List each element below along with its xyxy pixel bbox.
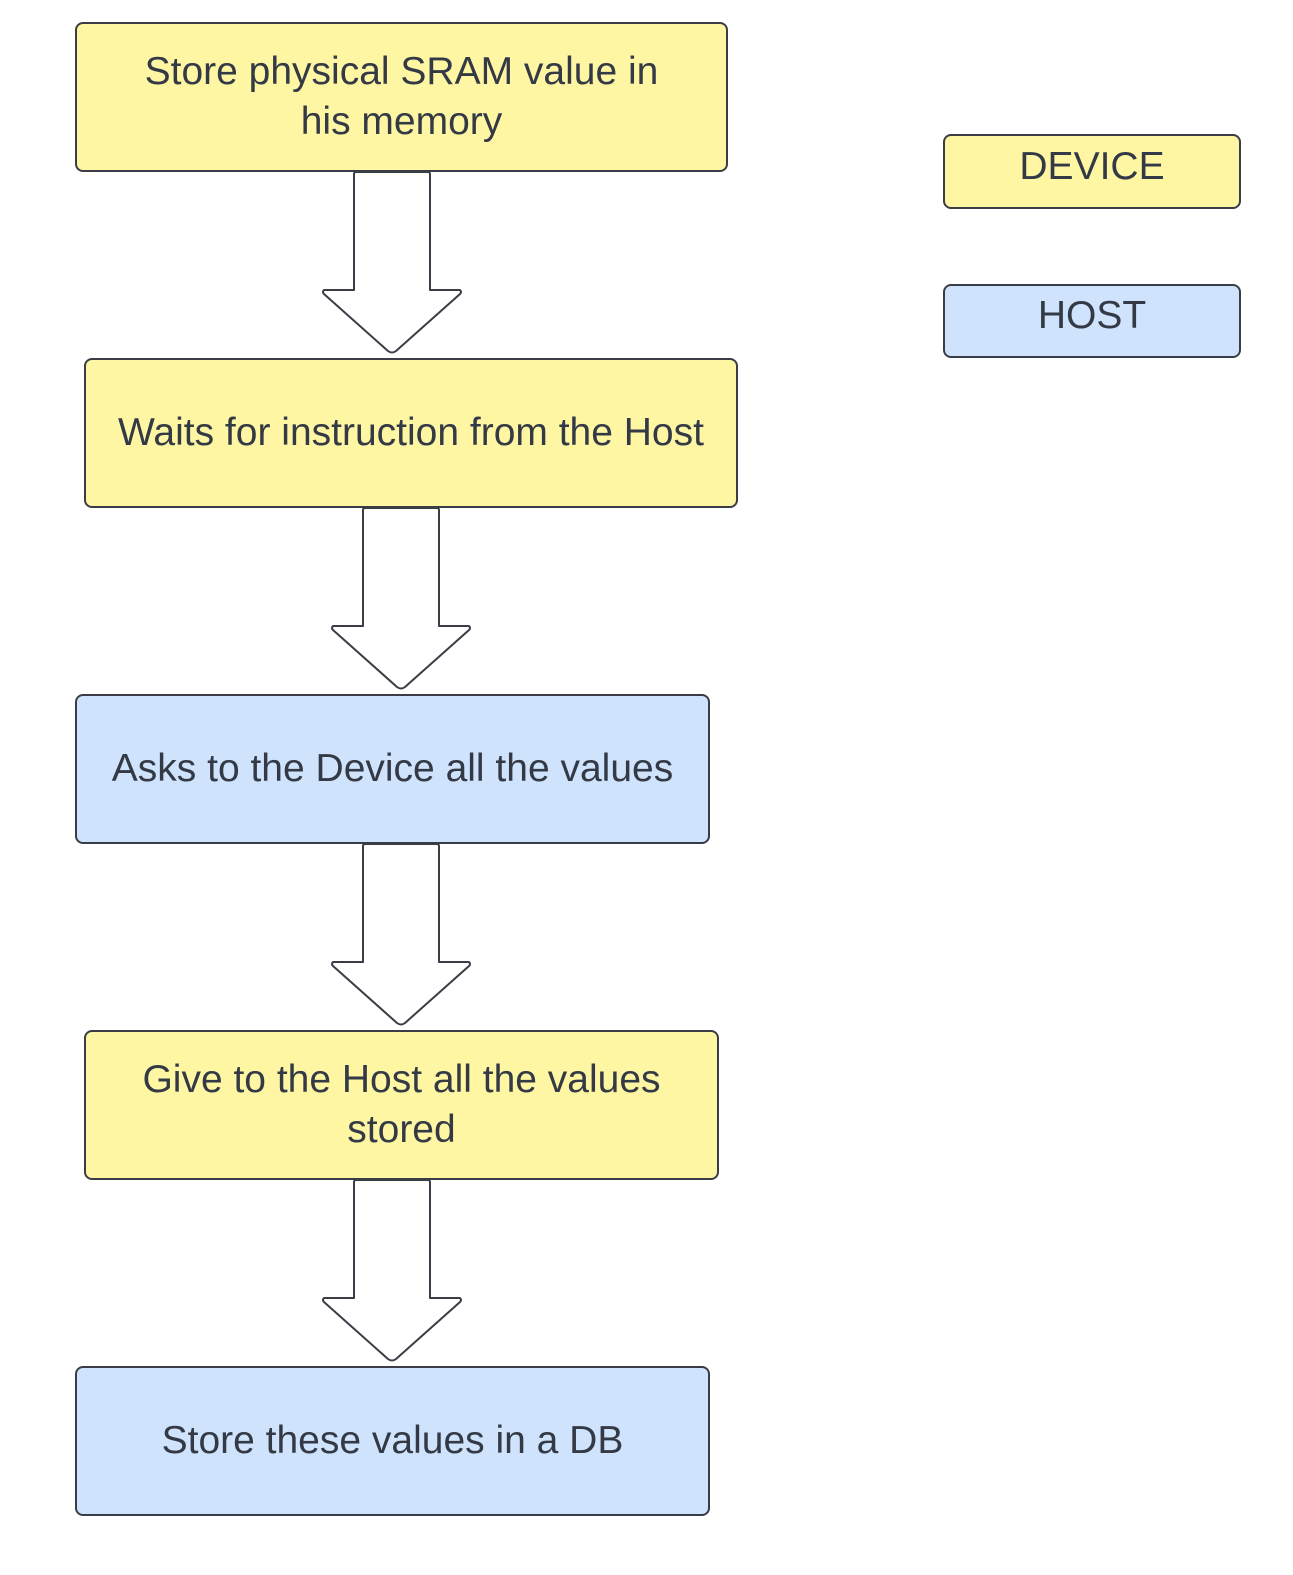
step-ask-values: Asks to the Device all the values xyxy=(75,694,710,844)
step-ask-values-label: Asks to the Device all the values xyxy=(111,747,674,790)
step-wait-instruction-label: Waits for instruction from the Host xyxy=(118,411,704,454)
arrow-down-icon xyxy=(331,843,471,1026)
step-store-sram-label: Store physical SRAM value in his memory xyxy=(144,50,659,143)
step-wait-instruction: Waits for instruction from the Host xyxy=(84,358,738,508)
step-give-values-label: Give to the Host all the values stored xyxy=(142,1058,661,1151)
legend-device: DEVICE xyxy=(943,134,1241,209)
legend-device-label: DEVICE xyxy=(1019,144,1165,188)
step-store-db-label: Store these values in a DB xyxy=(161,1419,624,1462)
step-give-values: Give to the Host all the values stored xyxy=(84,1030,719,1180)
arrow-down-icon xyxy=(331,507,471,690)
legend-host: HOST xyxy=(943,284,1241,358)
arrow-down-icon xyxy=(322,1179,462,1362)
arrow-down-icon xyxy=(322,171,462,354)
step-store-db: Store these values in a DB xyxy=(75,1366,710,1516)
step-store-sram: Store physical SRAM value in his memory xyxy=(75,22,728,172)
legend-host-label: HOST xyxy=(1037,294,1147,337)
